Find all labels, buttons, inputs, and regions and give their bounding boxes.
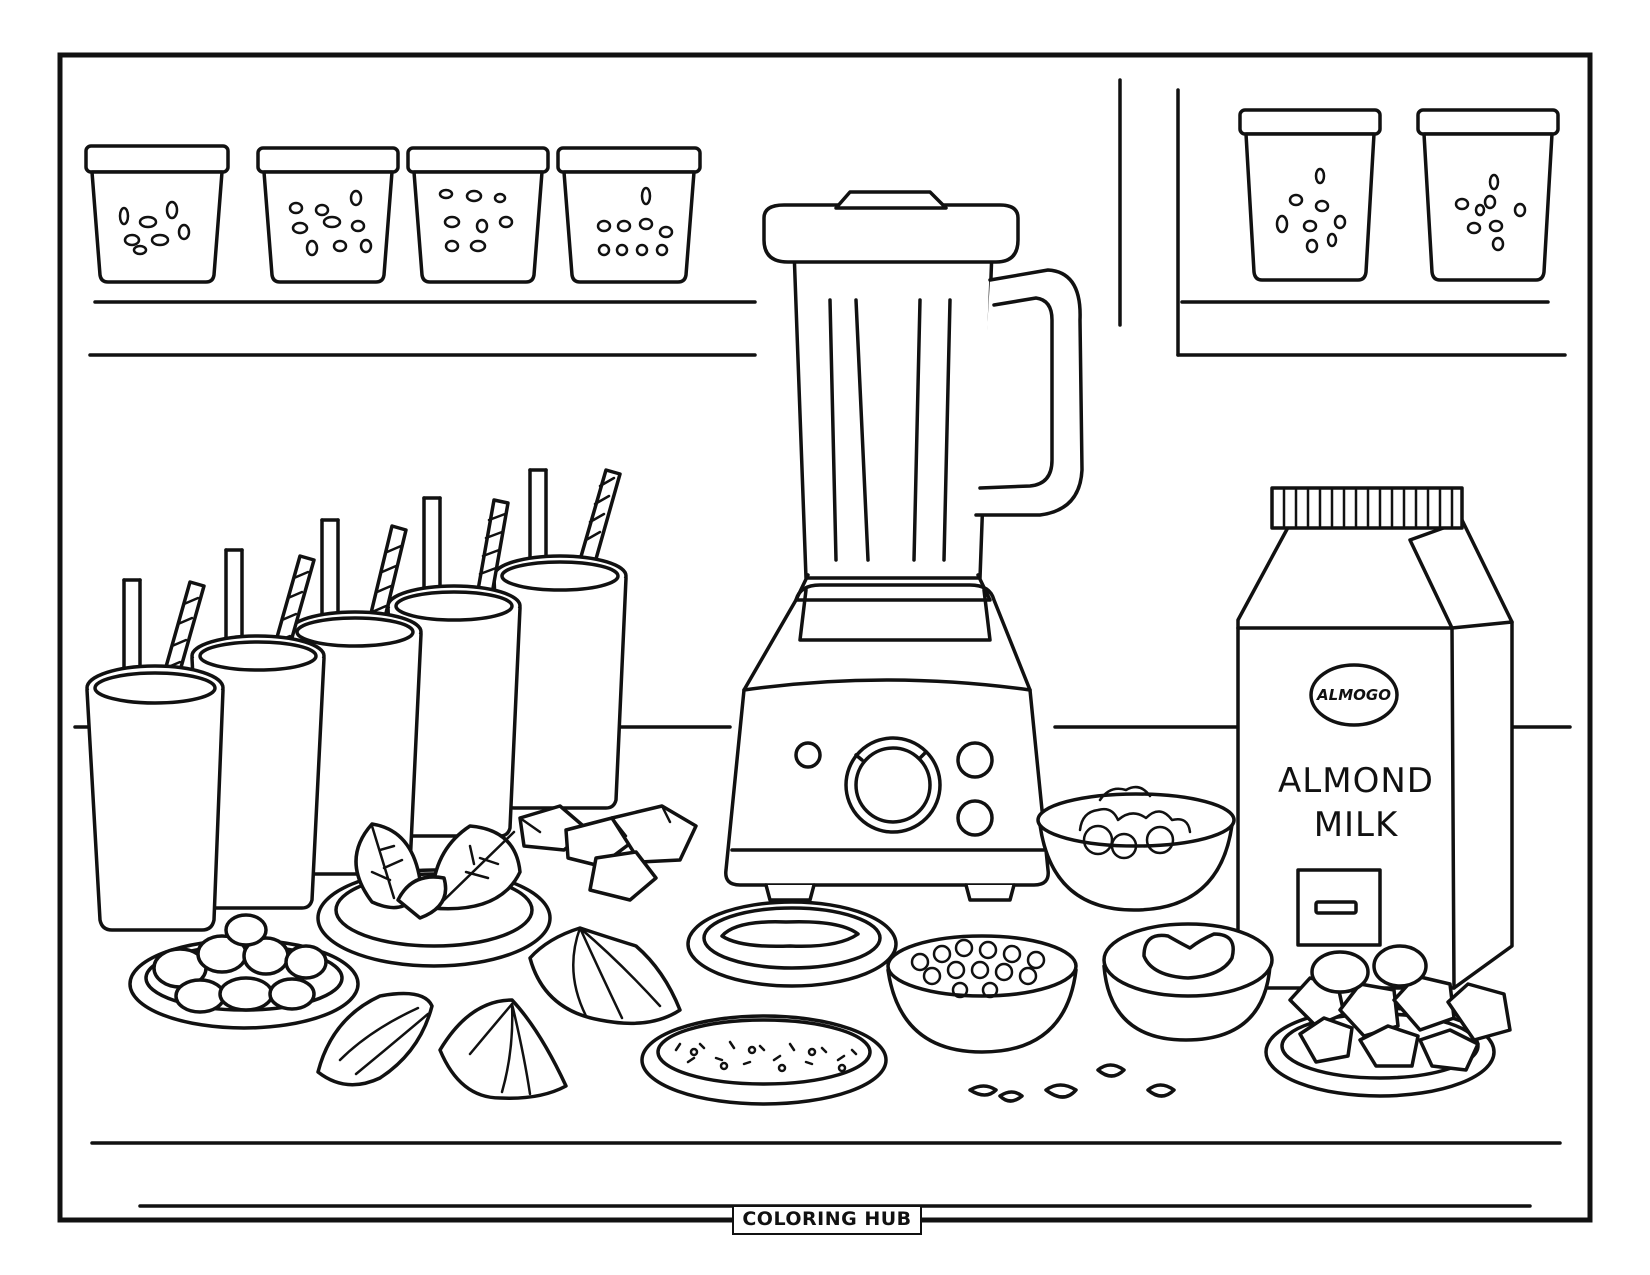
shelf-jar (256, 146, 400, 284)
carton-label-line2: MILK (1314, 805, 1399, 845)
bowl-with-nuts (1036, 785, 1236, 912)
dish-granola (640, 1014, 888, 1106)
plate-spinach (316, 822, 552, 968)
mango-chunks (518, 804, 698, 902)
bowl-almond-butter (1102, 922, 1274, 1042)
plate-oats (686, 900, 898, 988)
shelf-jar (84, 144, 230, 284)
brand-badge: COLORING HUB (732, 1205, 922, 1235)
carton-logo: ALMOGO (1316, 686, 1391, 704)
bowl-blueberries (886, 934, 1078, 1054)
scattered-almonds (968, 1063, 1176, 1103)
plate-dates (128, 913, 360, 1030)
shelf-jar (556, 146, 702, 284)
blender (724, 190, 1084, 902)
banana-pieces (316, 926, 682, 1100)
plate-fruit (1264, 944, 1512, 1098)
shelf-jar (1416, 108, 1560, 282)
carton-label-line1: ALMOND (1278, 761, 1434, 801)
smoothie-cup (190, 548, 326, 910)
smoothie-cup (85, 578, 225, 932)
shelf-jar (406, 146, 550, 284)
almond-milk-carton (1236, 486, 1514, 990)
shelf-jar (1238, 108, 1382, 282)
